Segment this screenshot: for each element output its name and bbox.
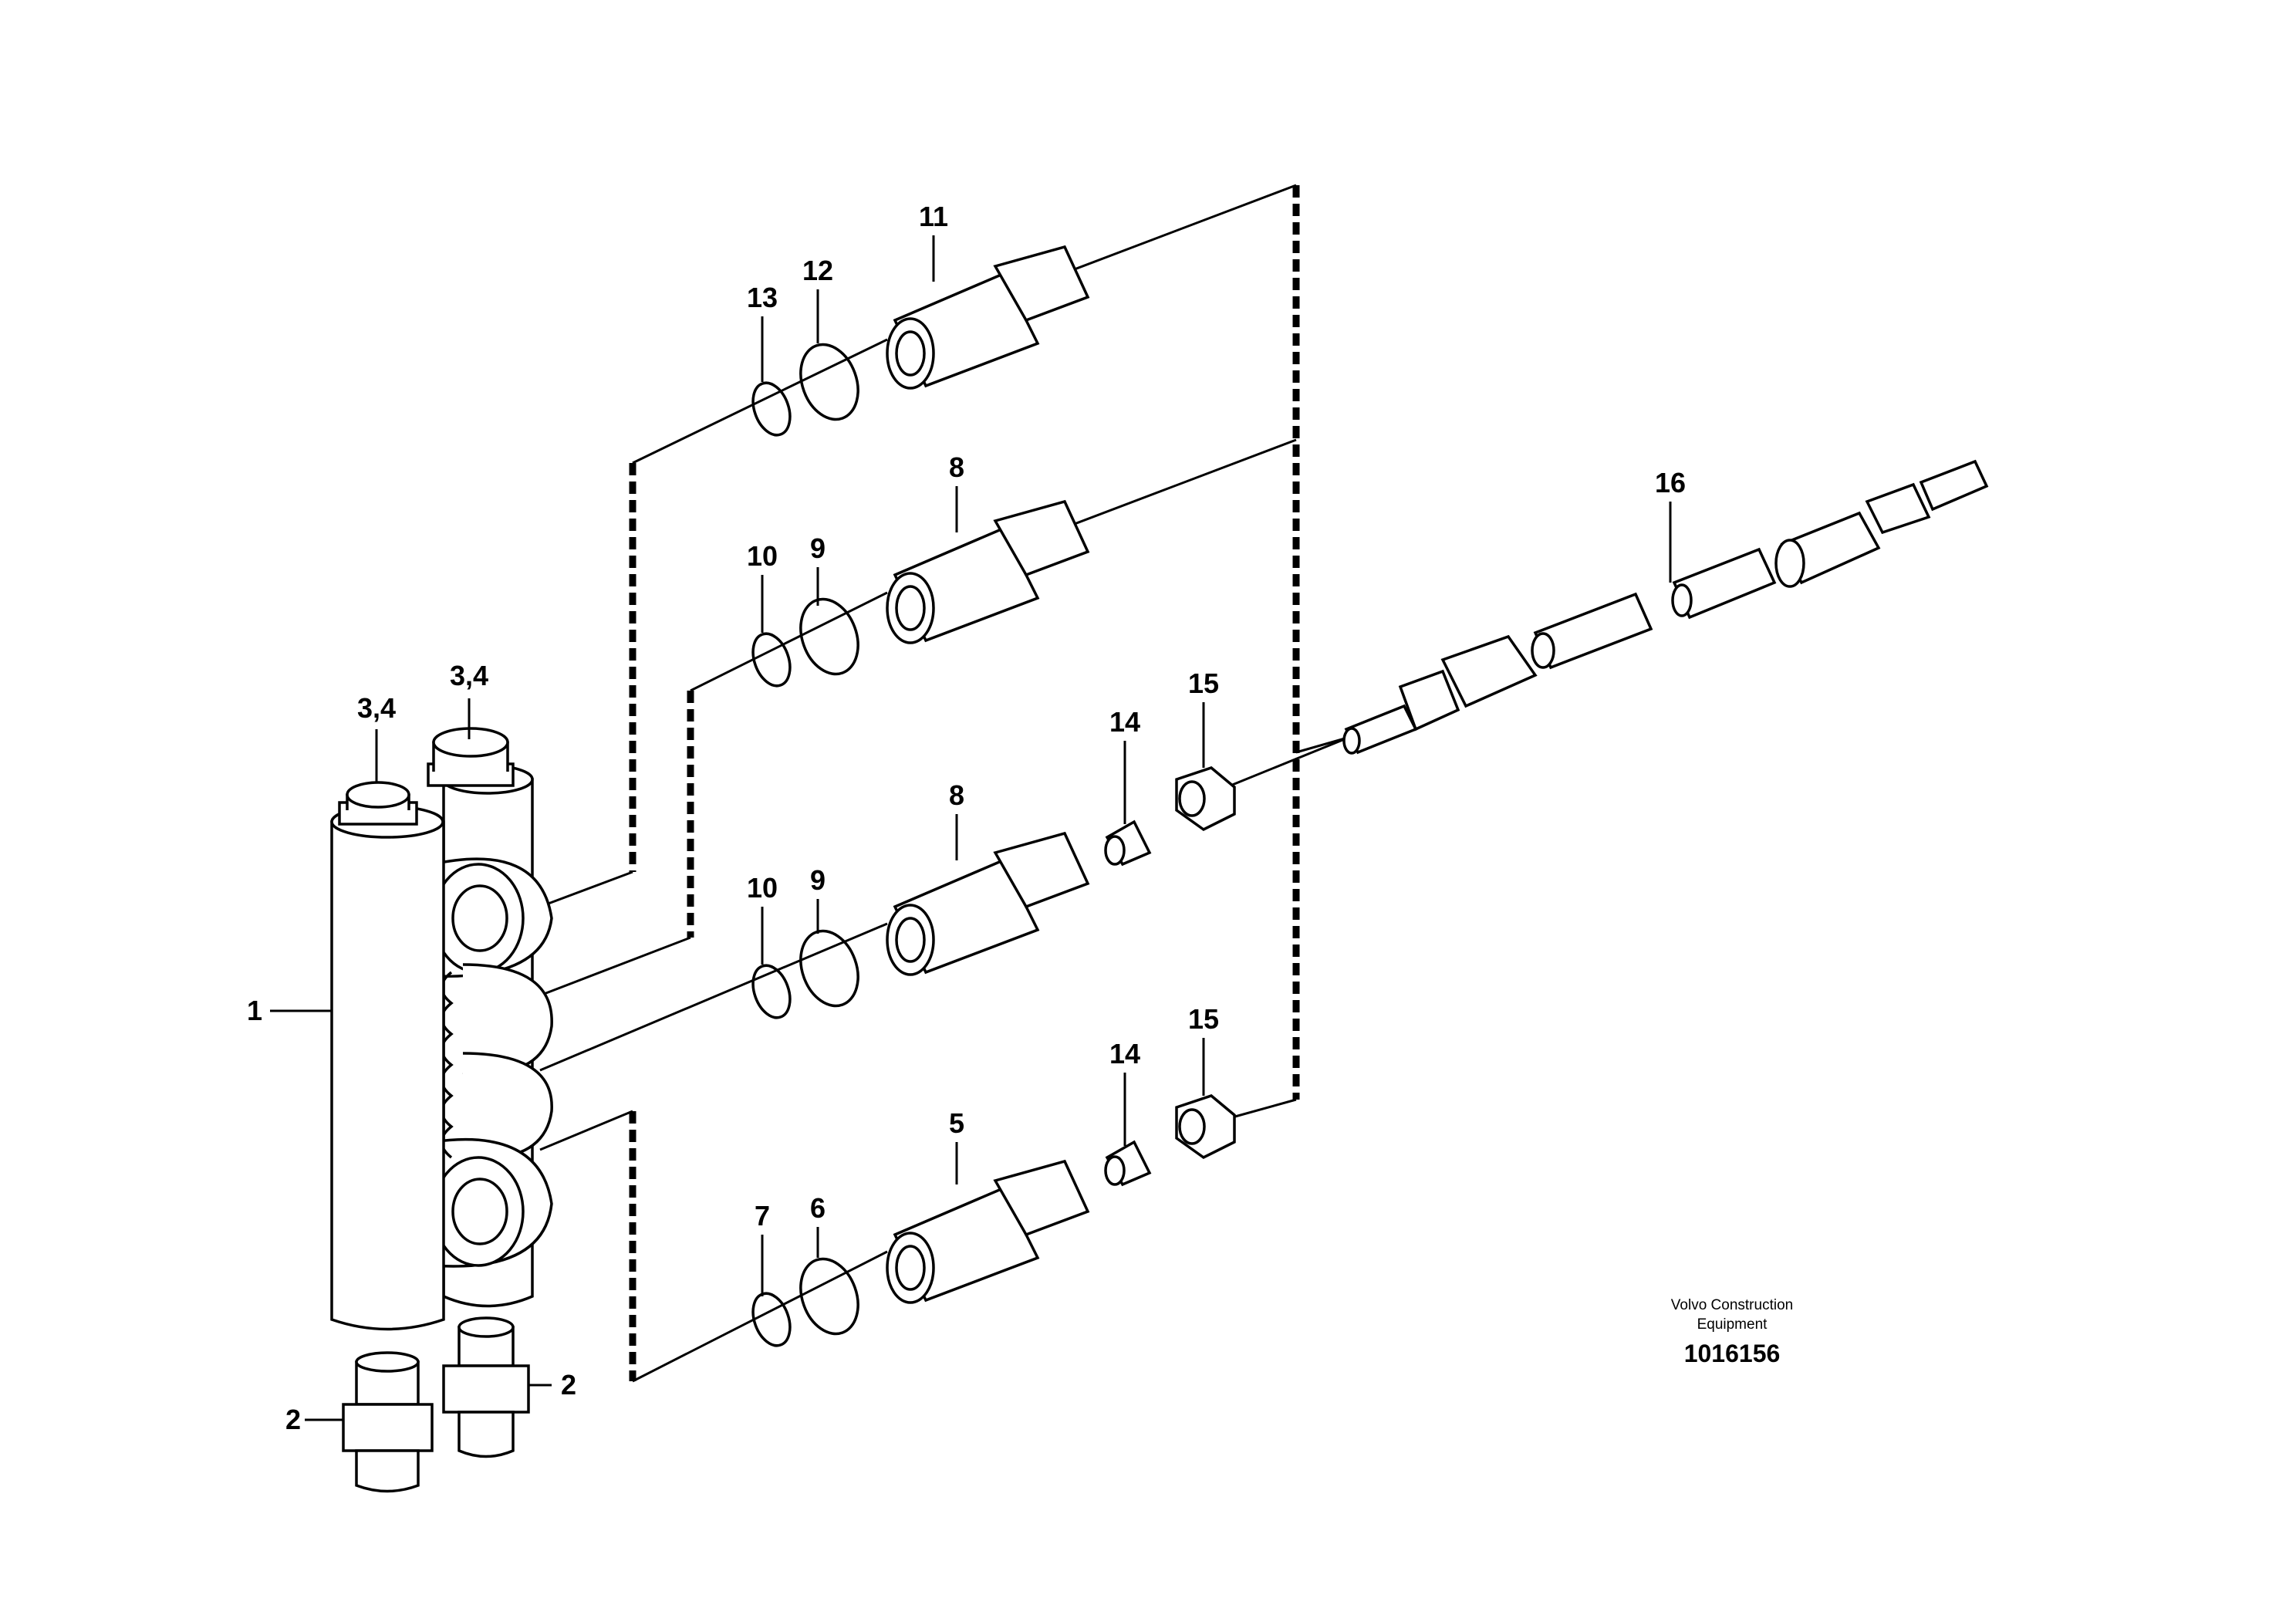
callout-15-row3: 15 (1188, 667, 1219, 699)
adapter-icon-row4 (886, 1159, 1090, 1304)
brand-line-1: Volvo Construction (1671, 1297, 1793, 1313)
callout-9-row2: 9 (810, 532, 826, 564)
callout-3-4-left: 3,4 (357, 692, 396, 724)
callout-6: 6 (810, 1192, 826, 1224)
adapter-icon-row3 (886, 831, 1090, 976)
callout-8-row2: 8 (949, 451, 964, 483)
callout-16: 16 (1655, 467, 1686, 498)
sleeve-icon (1104, 819, 1152, 1187)
callout-13: 13 (747, 282, 778, 313)
hose-icon (1342, 459, 1989, 755)
callout-3-4-right: 3,4 (450, 660, 488, 691)
callout-14-row4: 14 (1109, 1038, 1140, 1070)
o-ring-icon (751, 343, 859, 1347)
document-number: 1016156 (1684, 1340, 1781, 1367)
callout-10-row3: 10 (747, 872, 778, 904)
callout-9-row3: 9 (810, 864, 826, 896)
callout-2-left: 2 (285, 1404, 301, 1435)
callout-1: 1 (247, 995, 262, 1026)
callout-10-row2: 10 (747, 540, 778, 572)
nut-icon (1175, 766, 1236, 1160)
callout-leaders (270, 235, 1672, 1421)
callout-14-row3: 14 (1109, 706, 1140, 738)
adapter-icon-row1 (886, 245, 1090, 390)
dashed-assembly-lines (629, 185, 1300, 1381)
callout-2-right: 2 (561, 1369, 576, 1401)
assembly-lines (539, 184, 1351, 1383)
brand-line-2: Equipment (1697, 1316, 1768, 1333)
callout-7: 7 (755, 1200, 770, 1232)
document-footer: Volvo Construction Equipment 1016156 (1671, 1297, 1793, 1367)
callout-12: 12 (802, 255, 833, 286)
callout-labels: 1 2 2 3,4 3,4 5 6 7 8 8 9 9 10 10 11 12 … (247, 201, 1686, 1435)
adapter-icon-row2 (886, 499, 1090, 644)
callout-8-row3: 8 (949, 779, 964, 811)
callout-15-row4: 15 (1188, 1003, 1219, 1035)
valve-block-icon (330, 727, 553, 1331)
nipple-icon (342, 1316, 530, 1493)
callout-11: 11 (919, 201, 948, 232)
callout-5: 5 (949, 1107, 964, 1139)
